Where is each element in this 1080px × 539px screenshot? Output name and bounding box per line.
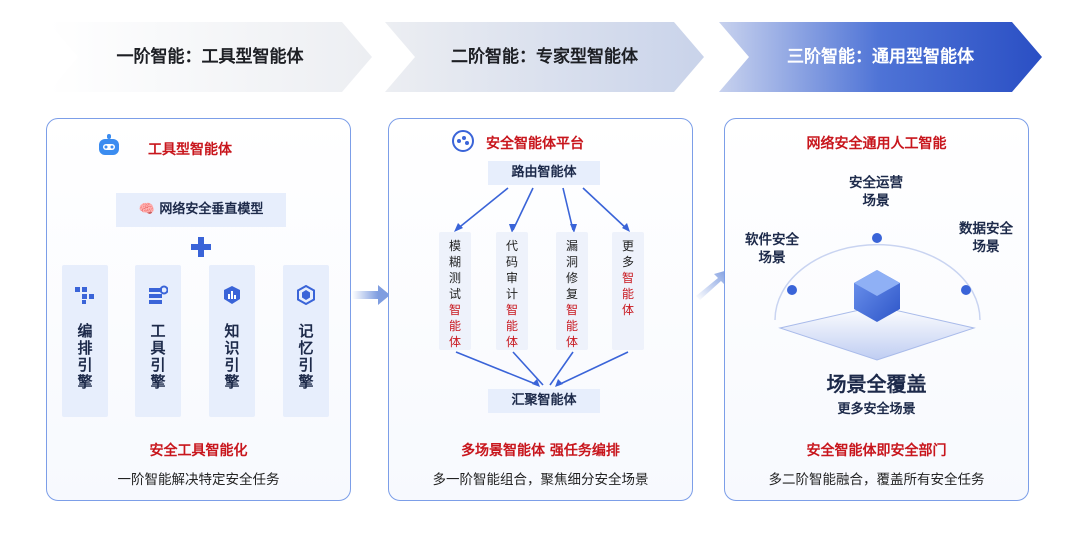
scene-left-l2: 场景	[758, 250, 786, 266]
panel1-bottom-text: 一阶智能解决特定安全任务	[117, 472, 280, 488]
robot-icon	[99, 134, 119, 155]
col2-c2: 码	[505, 255, 518, 269]
node-top-icon	[872, 233, 882, 243]
stage1-chevron	[48, 22, 372, 92]
scene-right: 数据安全场景	[946, 220, 1026, 256]
panel3-bottom-text: 多二阶智能融合，覆盖所有安全任务	[768, 472, 985, 488]
col-more-agents: 更 多 智 能 体	[612, 232, 644, 350]
sub-label: 更多安全场景	[837, 402, 916, 417]
plus-icon	[191, 237, 211, 257]
engine1-c4: 擎	[77, 373, 93, 391]
col-vuln-fix: 漏 洞 修 复 智 能 体	[556, 232, 588, 350]
col3-r2: 能	[565, 319, 578, 333]
col2-c3: 审	[505, 271, 518, 285]
scene-left-l1: 软件安全	[745, 232, 799, 248]
stage1-label: 一阶智能：工具型智能体	[116, 47, 304, 67]
engine4-c2: 忆	[298, 339, 314, 357]
col1-c4: 试	[448, 287, 461, 301]
scene-top-l2: 场景	[862, 193, 890, 209]
col2-c4: 计	[505, 287, 518, 301]
col1-r2: 能	[448, 319, 461, 333]
col1-r3: 体	[448, 335, 461, 349]
panel2-title: 安全智能体平台	[486, 136, 584, 152]
stage3-label: 三阶智能：通用型智能体	[787, 47, 974, 67]
flow-arrow-1	[352, 285, 390, 305]
engine1-c3: 引	[77, 356, 93, 374]
engine2-c2: 具	[150, 339, 166, 357]
col3-c1: 漏	[565, 239, 578, 253]
server-gear-icon	[149, 285, 168, 304]
panel1-title: 工具型智能体	[148, 142, 232, 158]
col3-c2: 洞	[565, 255, 578, 269]
node-right-icon	[961, 285, 971, 295]
scene-top: 安全运营场景	[831, 174, 921, 210]
engine3-c4: 擎	[224, 373, 240, 391]
col4-r3: 体	[621, 303, 634, 317]
panel2-bottom-text: 多一阶智能组合，聚焦细分安全场景	[432, 472, 649, 488]
memory-icon	[297, 285, 315, 305]
engine-knowledge: 知识引擎	[209, 265, 255, 417]
col-fuzz-testing: 模 糊 测 试 智 能 体	[439, 232, 471, 350]
col2-r3: 体	[505, 335, 518, 349]
panel3-bottom-title: 安全智能体即安全部门	[806, 443, 947, 459]
engine2-c3: 引	[150, 356, 166, 374]
col3-c3: 修	[565, 271, 578, 285]
stage-banners	[48, 22, 1042, 92]
col1-c3: 测	[448, 271, 461, 285]
model-label: 网络安全垂直模型	[159, 202, 264, 217]
engine4-c1: 记	[298, 322, 314, 340]
engine3-c1: 知	[224, 322, 240, 340]
engine-memory: 记忆引擎	[283, 265, 329, 417]
model-box: 🧠 网络安全垂直模型	[116, 193, 286, 227]
scene-top-l1: 安全运营	[849, 175, 903, 191]
scene-right-l2: 场景	[972, 239, 1000, 255]
stage2-chevron	[385, 22, 704, 92]
flow-arrow-2	[696, 270, 728, 300]
col4-r2: 能	[621, 287, 634, 301]
scene-left: 软件安全场景	[727, 231, 817, 267]
router-agent: 路由智能体	[488, 161, 600, 185]
engine2-c1: 工	[150, 322, 166, 340]
col1-c2: 糊	[448, 255, 461, 269]
col2-r2: 能	[505, 319, 518, 333]
col4-c2: 多	[621, 255, 634, 269]
aggregator-agent: 汇聚智能体	[488, 389, 600, 413]
engine-orchestration: 编排引擎	[62, 265, 108, 417]
stage2-label: 二阶智能：专家型智能体	[451, 47, 638, 67]
stage3-chevron	[719, 22, 1042, 92]
panel3-title: 网络安全通用人工智能	[806, 136, 947, 152]
col1-c1: 模	[448, 239, 461, 253]
engine4-c4: 擎	[298, 373, 314, 391]
flow-lines	[454, 187, 630, 387]
engine2-c4: 擎	[150, 373, 166, 391]
node-left-icon	[787, 285, 797, 295]
engine-tool: 工具引擎	[135, 265, 181, 417]
scene-right-l1: 数据安全	[959, 221, 1013, 237]
brain-icon: 🧠	[138, 202, 155, 217]
big-label: 场景全覆盖	[826, 372, 927, 396]
brain-circuit-icon	[452, 130, 474, 152]
col3-c4: 复	[565, 287, 578, 301]
chart-icon	[224, 286, 240, 304]
scene-graphic	[774, 233, 981, 361]
col4-r1: 智	[621, 271, 634, 285]
engine3-c3: 引	[224, 356, 240, 374]
col-code-audit: 代 码 审 计 智 能 体	[496, 232, 528, 350]
engine1-c1: 编	[77, 322, 93, 340]
panel2-bottom-title: 多场景智能体 强任务编排	[461, 443, 620, 459]
engine4-c3: 引	[298, 356, 314, 374]
col1-r1: 智	[448, 303, 461, 317]
panel1-bottom-title: 安全工具智能化	[149, 443, 248, 459]
engine1-c2: 排	[77, 339, 93, 357]
grid-icon	[75, 287, 94, 304]
col3-r3: 体	[565, 335, 578, 349]
col4-c1: 更	[621, 239, 634, 253]
col2-r1: 智	[505, 303, 518, 317]
col2-c1: 代	[505, 239, 518, 253]
col3-r1: 智	[565, 303, 578, 317]
engine3-c2: 识	[224, 339, 240, 357]
